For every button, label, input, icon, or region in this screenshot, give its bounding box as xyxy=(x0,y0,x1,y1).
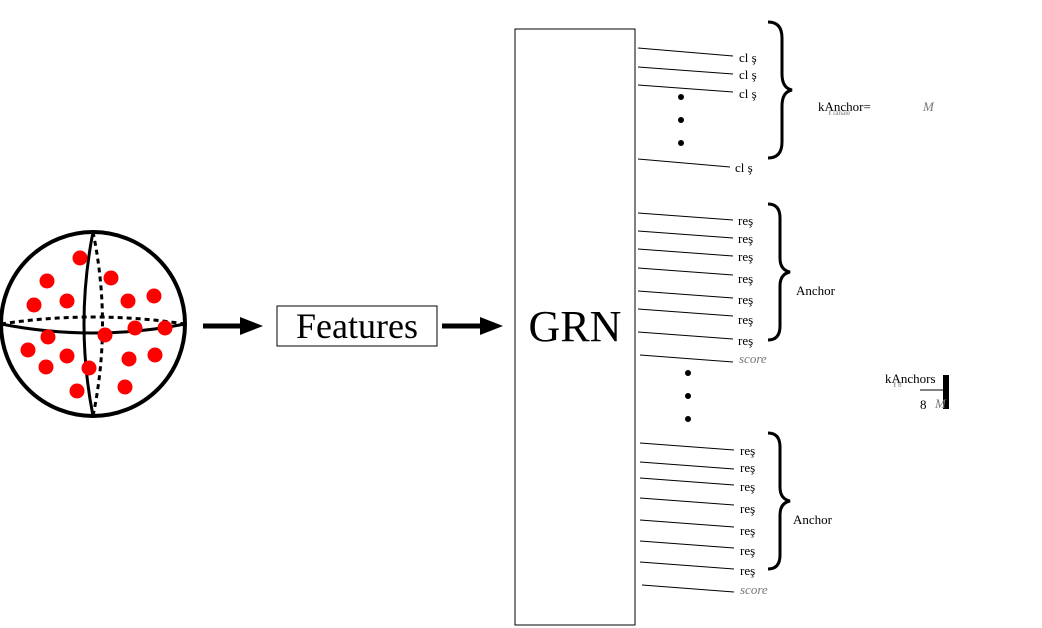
curly-brace-icon xyxy=(767,20,793,160)
reg-output: reş xyxy=(740,501,755,516)
anchor-label: Anchor xyxy=(796,283,836,298)
total-anchors-eight: 8 xyxy=(920,397,927,412)
cls-output: cl ş xyxy=(739,50,757,65)
reg-output: reş xyxy=(738,213,753,228)
score-output: score xyxy=(740,582,768,597)
reg-output: reş xyxy=(738,271,753,286)
regression-outputs-1 xyxy=(637,212,734,363)
right-arrow-icon xyxy=(442,317,503,335)
right-arrow-icon xyxy=(203,317,263,335)
grn-label: GRN xyxy=(529,302,622,351)
features-box: Features xyxy=(276,305,438,347)
fraction-bar-icon xyxy=(920,375,949,409)
reg-output: reş xyxy=(740,460,755,475)
regression-outputs-2 xyxy=(639,442,735,593)
reg-output: reş xyxy=(738,333,753,348)
cls-group-label: kAnchor= xyxy=(818,99,871,114)
grn-network-box: GRN xyxy=(514,28,636,626)
cls-output: cl ş xyxy=(739,67,757,82)
ellipsis-dots-icon xyxy=(685,370,691,422)
total-anchors-var: M xyxy=(934,396,947,411)
reg-output: reş xyxy=(740,479,755,494)
sphere-point-cloud-icon xyxy=(0,230,187,418)
reg-output: reş xyxy=(740,443,755,458)
cls-group-sub: ℓ ranale xyxy=(828,109,850,117)
features-label: Features xyxy=(296,306,418,346)
cls-group-var: M xyxy=(922,99,935,114)
total-anchors-label: kAnchors xyxy=(885,371,936,386)
cls-output: cl ş xyxy=(739,86,757,101)
curly-brace-icon xyxy=(767,202,791,342)
anchor-label: Anchor xyxy=(793,512,833,527)
reg-output: reş xyxy=(738,231,753,246)
reg-output: reş xyxy=(740,563,755,578)
score-output: score xyxy=(739,351,767,366)
reg-output: reş xyxy=(740,523,755,538)
reg-output: reş xyxy=(738,249,753,264)
curly-brace-icon xyxy=(767,431,791,571)
reg-output: reş xyxy=(740,543,755,558)
total-anchors-sub: ℓ 8 xyxy=(893,381,902,389)
cls-output: cl ş xyxy=(735,160,753,175)
ellipsis-dots-icon xyxy=(678,94,684,146)
reg-output: reş xyxy=(738,292,753,307)
classification-outputs xyxy=(637,47,734,168)
reg-output: reş xyxy=(738,312,753,327)
